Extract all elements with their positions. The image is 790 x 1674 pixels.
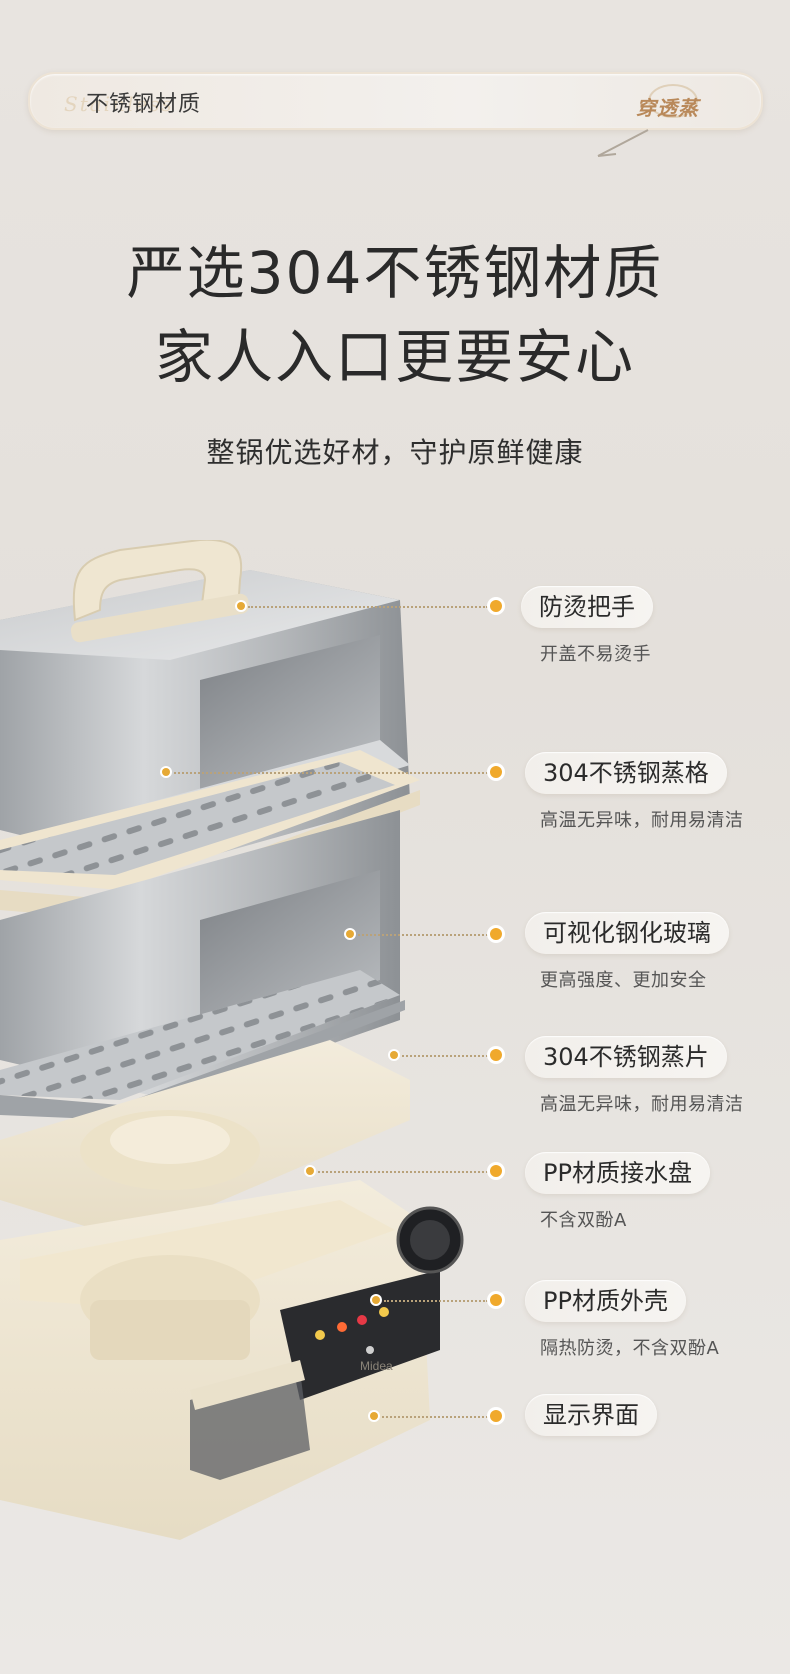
- brand-badge: 穿透蒸: [636, 96, 699, 120]
- feature-marker-dot: [490, 1294, 502, 1306]
- feature-description: 不含双酚A: [540, 1210, 627, 1231]
- feature-description: 隔热防烫，不含双酚A: [540, 1338, 720, 1359]
- control-panel: [280, 1270, 440, 1400]
- feature-marker-dot: [490, 766, 502, 778]
- feature-description: 高温无异味，耐用易清洁: [540, 1094, 744, 1115]
- feature-label: 可视化钢化玻璃: [525, 912, 729, 954]
- tier-window: [200, 870, 380, 1040]
- banner-title: 不锈钢材质: [86, 92, 202, 117]
- feature-origin-dot: [372, 1296, 380, 1304]
- leader-line: [318, 1171, 488, 1173]
- feature-label: 防烫把手: [521, 586, 653, 628]
- subheadline: 整锅优选好材，守护原鲜健康: [206, 436, 584, 469]
- feature-origin-dot: [346, 930, 354, 938]
- feature-origin-dot: [306, 1167, 314, 1175]
- feature-origin-dot: [370, 1412, 378, 1420]
- feature-label: 304不锈钢蒸格: [525, 752, 727, 794]
- headline-line1: 严选304不锈钢材质: [126, 239, 664, 307]
- handle-shape: [72, 540, 243, 622]
- feature-label: 显示界面: [525, 1394, 657, 1436]
- feature-description: 高温无异味，耐用易清洁: [540, 810, 744, 831]
- leader-line: [402, 1055, 488, 1057]
- leader-line: [384, 1300, 488, 1302]
- feature-marker-dot: [490, 1049, 502, 1061]
- feature-marker-dot: [490, 1410, 502, 1422]
- feature-label: PP材质外壳: [525, 1280, 686, 1322]
- leader-line: [174, 772, 488, 774]
- feature-marker-dot: [490, 600, 502, 612]
- feature-description: 更高强度、更加安全: [540, 970, 707, 991]
- leader-line: [248, 606, 488, 608]
- banner-pill: [28, 72, 763, 130]
- feature-origin-dot: [162, 768, 170, 776]
- brand-mark: Midea: [360, 1359, 393, 1373]
- leader-line: [382, 1416, 488, 1418]
- leader-line: [358, 934, 488, 936]
- feature-description: 开盖不易烫手: [540, 644, 651, 665]
- badge-arc-decor: [648, 84, 698, 118]
- feature-marker-dot: [490, 928, 502, 940]
- feature-label: PP材质接水盘: [525, 1152, 710, 1194]
- feature-origin-dot: [237, 602, 245, 610]
- pill-tail-icon: [597, 129, 649, 157]
- headline-line2: 家人入口更要安心: [154, 323, 635, 391]
- feature-origin-dot: [390, 1051, 398, 1059]
- steamer-exploded-illustration: Midea: [0, 540, 464, 1540]
- feature-label: 304不锈钢蒸片: [525, 1036, 727, 1078]
- banner-decor: Stainless: [64, 92, 174, 116]
- feature-marker-dot: [490, 1165, 502, 1177]
